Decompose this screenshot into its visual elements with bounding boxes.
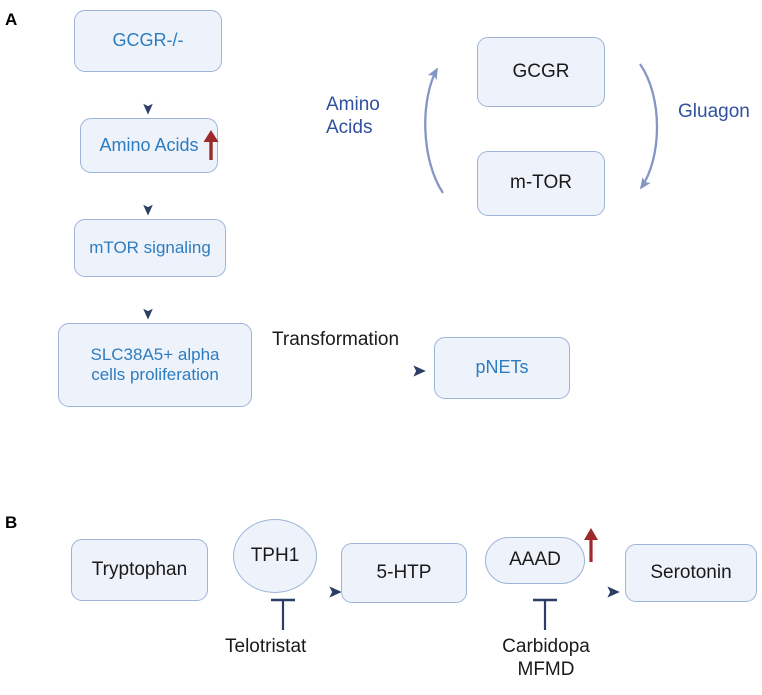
node-m-tor-label: m-TOR (510, 172, 572, 194)
node-enzyme-aaad-label: AAAD (509, 549, 561, 571)
node-amino-acids: Amino Acids (80, 118, 218, 173)
inhibition-telotristat (271, 598, 295, 630)
node-mtor-signaling-label: mTOR signaling (89, 237, 211, 257)
node-enzyme-aaad: AAAD (485, 537, 585, 584)
node-5-htp-label: 5-HTP (376, 561, 432, 583)
up-arrow-red-amino-acids (203, 130, 219, 160)
inhibition-carbidopa-mfmd (533, 598, 557, 630)
label-inhibitor-telotristat: Telotristat (225, 636, 307, 657)
label-cycle-amino-acids: Amino Acids (326, 94, 380, 138)
node-gcgr-knockout: GCGR-/- (74, 10, 222, 72)
node-tryptophan: Tryptophan (71, 539, 208, 601)
node-enzyme-tph1: TPH1 (233, 519, 317, 593)
curved-arrow-amino-acids-up (424, 67, 444, 194)
label-inhibitor-carbidopa-mfmd: Carbidopa MFMD (502, 636, 590, 680)
node-mtor-signaling: mTOR signaling (74, 219, 226, 277)
label-transformation: Transformation (272, 329, 400, 350)
node-gcgr-receptor-label: GCGR (512, 60, 570, 82)
node-amino-acids-label: Amino Acids (99, 134, 199, 155)
up-arrow-red-aaad (584, 528, 598, 562)
curved-arrow-glucagon-down (639, 63, 659, 190)
node-tryptophan-label: Tryptophan (91, 558, 188, 580)
panel-label-b: B (5, 513, 18, 532)
node-gcgr-receptor: GCGR (477, 37, 605, 107)
node-gcgr-knockout-label: GCGR-/- (112, 30, 184, 51)
node-serotonin-label: Serotonin (650, 561, 732, 583)
node-m-tor: m-TOR (477, 151, 605, 216)
node-5-htp: 5-HTP (341, 543, 467, 603)
node-serotonin: Serotonin (625, 544, 757, 602)
node-pnets-label: pNETs (475, 357, 529, 378)
node-enzyme-tph1-label: TPH1 (250, 544, 300, 566)
node-slc38a5-proliferation: SLC38A5+ alpha cells proliferation (58, 323, 252, 407)
node-slc38a5-proliferation-label: SLC38A5+ alpha cells proliferation (90, 344, 220, 384)
panel-label-a: A (5, 10, 18, 29)
node-pnets: pNETs (434, 337, 570, 399)
label-cycle-glucagon: Gluagon (678, 101, 750, 122)
